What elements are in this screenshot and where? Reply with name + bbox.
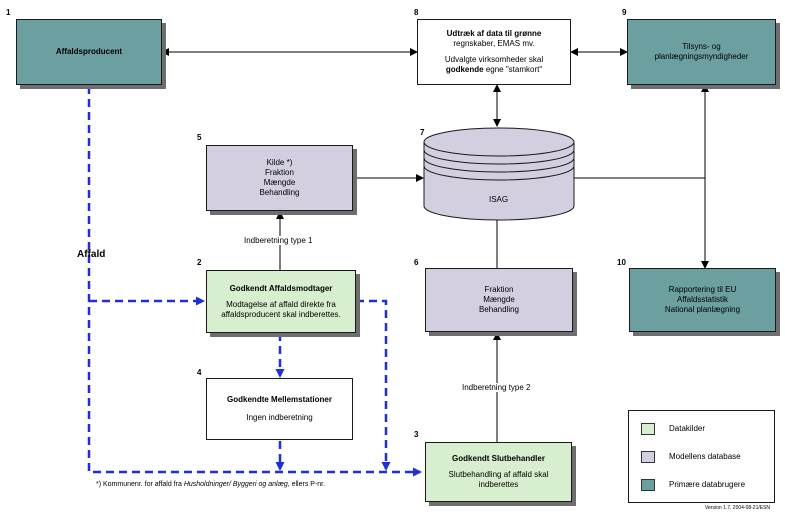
legend-item-users: Primære databrugere (641, 479, 745, 491)
data-extract-line2: regnskaber, EMAS mv. (453, 39, 535, 48)
data-extract-line3: Udvalgte virksomheder skal (444, 55, 544, 64)
legend-label: Datakilder (669, 424, 706, 433)
legend-label: Modellens database (669, 452, 741, 461)
fraction-data-box: Fraktion Mængde Behandling (425, 268, 573, 332)
node-number-3: 3 (414, 430, 419, 439)
waste-producer-box: Affaldsproducent (16, 19, 162, 85)
intermediate-stations-title: Godkendte Mellemstationer (227, 395, 332, 404)
legend-item-database: Modellens database (641, 451, 741, 463)
source-line3: Mængde (263, 178, 296, 187)
data-extract-box: Udtræk af data til grønne regnskaber, EM… (417, 19, 571, 85)
intermediate-stations-line1: Ingen indberetning (246, 413, 313, 422)
node-number-1: 1 (6, 8, 11, 17)
node-number-9: 9 (622, 8, 627, 17)
reporting-box: Rapportering til EU Affaldsstatistik Nat… (629, 268, 776, 332)
legend-swatch-teal (641, 479, 655, 491)
fraction-line2: Mængde (483, 295, 515, 304)
version-label: Version 1.7, 2004-08-21/ESN (705, 505, 771, 511)
node-number-8: 8 (414, 8, 419, 17)
fraction-line1: Fraktion (484, 285, 514, 294)
node-number-10: 10 (617, 258, 626, 267)
isag-label: ISAG (489, 195, 509, 204)
waste-producer-title: Affaldsproducent (55, 47, 123, 56)
approved-receiver-line1: Modtagelse af affald direkte fra (226, 299, 336, 309)
legend-label: Primære databrugere (669, 480, 746, 489)
approved-receiver-box: Godkendt Affaldsmodtager Modtagelse af a… (206, 270, 356, 333)
legend-swatch-lavender (641, 451, 655, 463)
source-line4: Behandling (259, 188, 300, 197)
authorities-line2: planlægningsmyndigheder (654, 52, 749, 61)
source-line1: Kilde *) (266, 158, 293, 167)
node-number-6: 6 (414, 258, 419, 267)
waste-flow-label: Affald (77, 249, 106, 260)
reporting-type-2-label: Indberetning type 2 (461, 383, 532, 392)
final-treatment-line2: indberettes (478, 480, 519, 489)
node-number-7: 7 (420, 128, 425, 137)
source-line2: Fraktion (265, 168, 294, 177)
reporting-line1: Rapportering til EU (668, 285, 737, 294)
isag-database-icon (423, 127, 575, 221)
footnote: *) Kommunenr. for affald fra Husholdning… (96, 481, 326, 488)
authorities-box: Tilsyns- og planlægningsmyndigheder (627, 19, 776, 85)
final-treatment-box: Godkendt Slutbehandler Slutbehandling af… (425, 442, 572, 502)
authorities-line1: Tilsyns- og (682, 42, 721, 51)
fraction-line3: Behandling (478, 305, 520, 314)
legend-swatch-green (641, 423, 655, 435)
data-extract-line1: Udtræk af data til grønne (446, 29, 542, 38)
reporting-line3: National planlægning (664, 305, 741, 314)
waste-flow-receiver-final (356, 299, 391, 471)
reporting-type-1-label: Indberetning type 1 (243, 236, 314, 245)
intermediate-stations-box: Godkendte Mellemstationer Ingen indberet… (206, 378, 353, 440)
node-number-5: 5 (197, 133, 202, 142)
approved-receiver-title: Godkendt Affaldsmodtager (229, 283, 333, 293)
approved-receiver-line2: affaldsproducent skal indberettes. (221, 309, 341, 319)
node-number-2: 2 (197, 258, 202, 267)
node-number-4: 4 (197, 368, 202, 377)
final-treatment-title: Godkendt Slutbehandler (452, 454, 545, 463)
reporting-line2: Affaldsstatistik (677, 295, 728, 304)
source-data-box: Kilde *) Fraktion Mængde Behandling (206, 145, 353, 211)
data-extract-line4: godkende egne "stamkort" (445, 65, 543, 74)
final-treatment-line1: Slutbehandling af affald skal (448, 470, 549, 479)
legend-box: Datakilder Modellens database Primære da… (628, 410, 775, 503)
legend-item-datakilder: Datakilder (641, 423, 705, 435)
